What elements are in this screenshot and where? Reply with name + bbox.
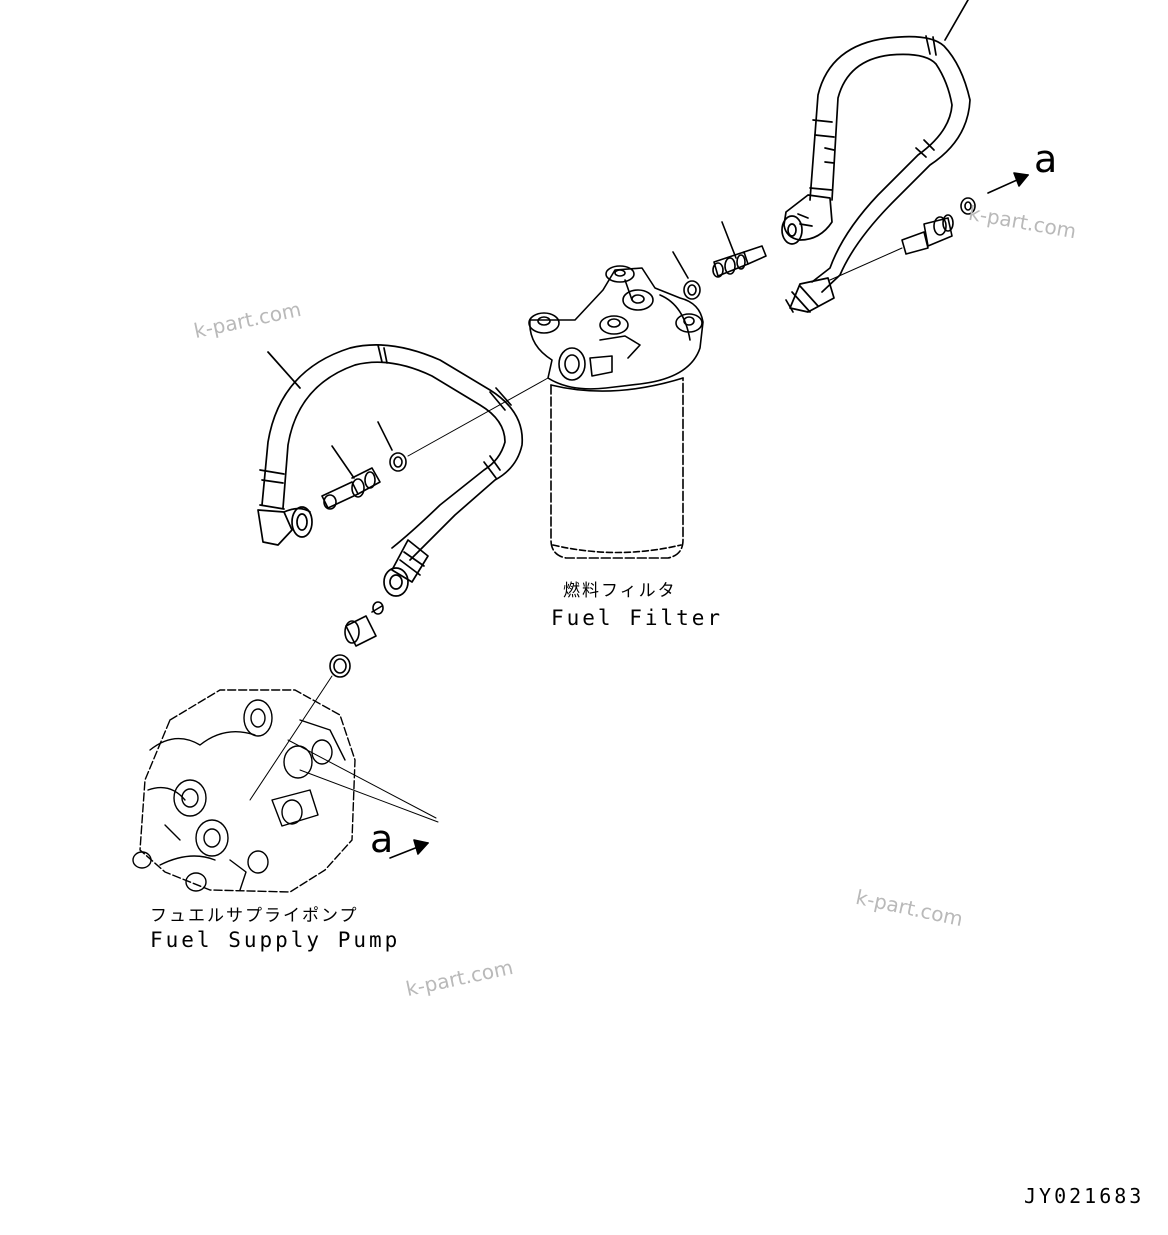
supply-pump-label-en: Fuel Supply Pump <box>150 928 401 952</box>
lower-arrow <box>389 839 429 859</box>
fuel-filter-label-jp: 燃料フィルタ <box>563 581 677 601</box>
arrow-label-a-top: a <box>1034 137 1058 181</box>
left-connectors <box>321 377 549 678</box>
fuel-filter-label-en: Fuel Filter <box>551 606 724 630</box>
upper-right-hose <box>781 0 971 313</box>
arrow-label-a-bottom: a <box>370 817 394 861</box>
drawing-number: JY021683 <box>1024 1184 1145 1208</box>
upper-right-connectors <box>672 172 1029 300</box>
fuel-filter <box>528 265 704 559</box>
fuel-supply-pump <box>132 675 439 893</box>
left-hose <box>257 344 524 597</box>
supply-pump-label-jp: フュエルサプライポンプ <box>150 906 359 926</box>
